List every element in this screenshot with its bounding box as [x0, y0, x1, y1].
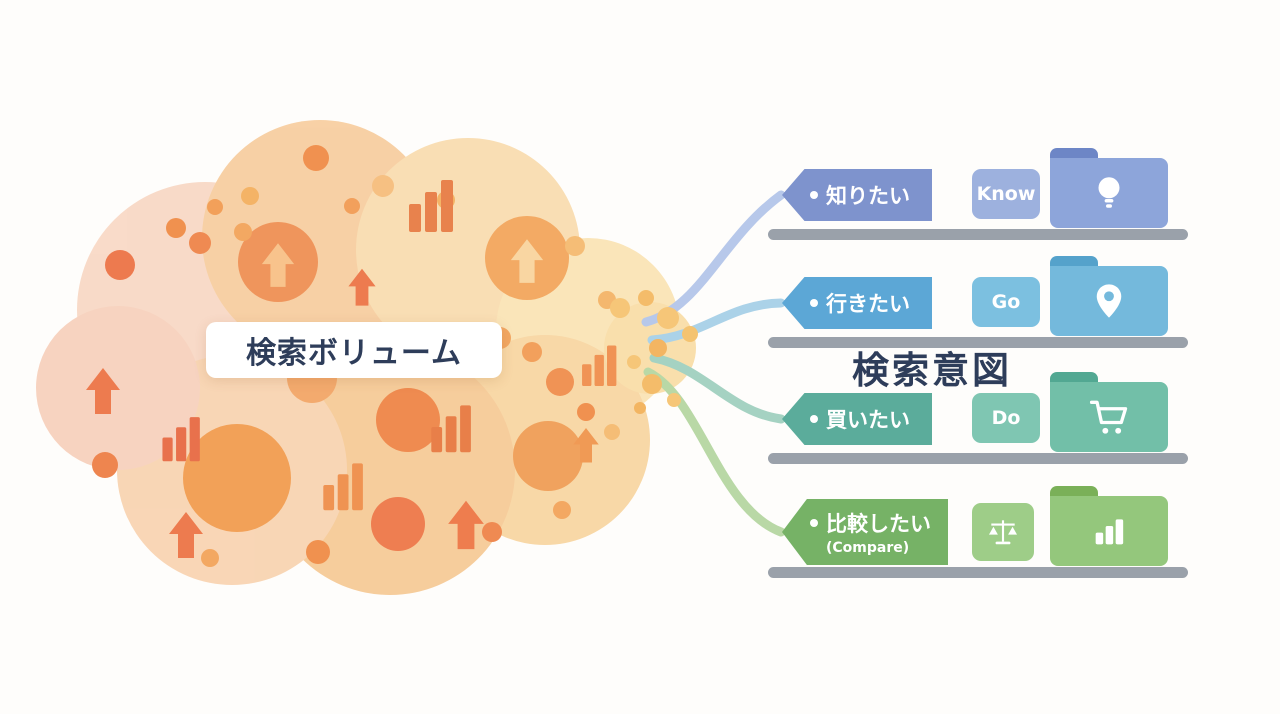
folder-do — [1050, 372, 1168, 452]
intent-tag-compare: 比較したい (Compare) — [782, 499, 948, 565]
chip-know: Know — [972, 169, 1040, 219]
search-intent-title: 検索意図 — [852, 349, 1012, 392]
connector-compare — [643, 367, 786, 537]
shelf — [768, 337, 1188, 348]
search-volume-label: 検索ボリューム — [245, 336, 463, 371]
chip-compare — [972, 503, 1034, 561]
bullet-dot — [810, 191, 818, 199]
shelf — [768, 453, 1188, 464]
folder-body — [1050, 496, 1168, 566]
shopping-cart-icon — [1089, 400, 1128, 434]
intent-tag-go: 行きたい — [782, 277, 932, 329]
folder-know — [1050, 148, 1168, 228]
bar-chart-icon — [1095, 519, 1124, 545]
chip-do: Do — [972, 393, 1040, 443]
tag-label: 買いたい — [826, 408, 910, 432]
search-volume-label-box: 検索ボリューム — [206, 322, 502, 378]
tag-label: 知りたい — [826, 184, 910, 208]
connector-do — [649, 353, 786, 424]
chip-go: Go — [972, 277, 1040, 327]
folder-body — [1050, 158, 1168, 228]
intent-row-go: 行きたい Go — [768, 256, 1188, 348]
intent-row-compare: 比較したい (Compare) — [768, 486, 1188, 578]
location-pin-icon — [1096, 284, 1122, 318]
intent-tag-do: 買いたい — [782, 393, 932, 445]
bullet-dot — [810, 519, 818, 527]
scales-icon — [988, 520, 1018, 545]
folder-compare — [1050, 486, 1168, 566]
bullet-dot — [810, 299, 818, 307]
folder-body — [1050, 266, 1168, 336]
intent-tag-know: 知りたい — [782, 169, 932, 221]
tag-sublabel: (Compare) — [826, 540, 910, 556]
folder-body — [1050, 382, 1168, 452]
folder-go — [1050, 256, 1168, 336]
intent-row-do: 買いたい Do — [768, 372, 1188, 464]
connector-go — [647, 298, 786, 345]
tag-label: 行きたい — [826, 292, 910, 316]
shelf — [768, 229, 1188, 240]
bullet-dot — [810, 415, 818, 423]
intent-row-know: 知りたい Know — [768, 148, 1188, 240]
tag-label: 比較したい — [826, 512, 931, 536]
transition-dots — [610, 290, 698, 414]
search-volume-cloud — [36, 120, 696, 595]
lightbulb-icon — [1098, 177, 1120, 208]
shelf — [768, 567, 1188, 578]
